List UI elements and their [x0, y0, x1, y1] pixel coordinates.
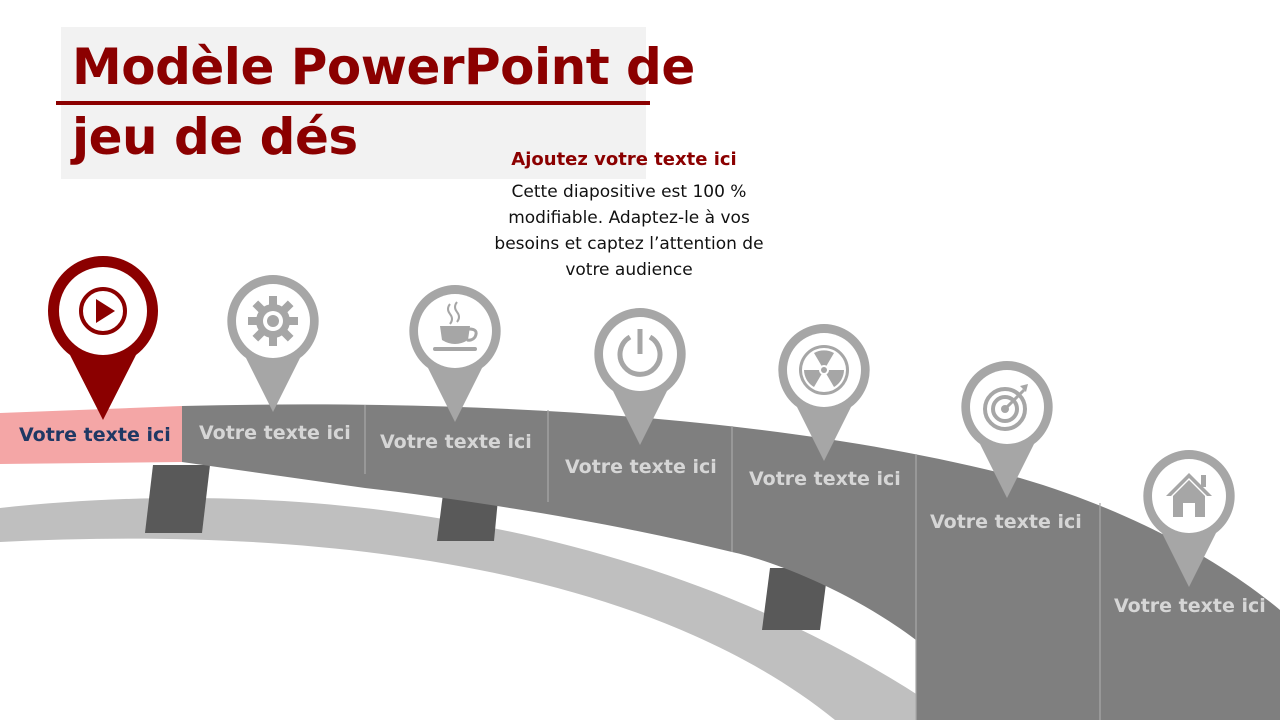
road-support-1	[145, 465, 210, 533]
road-segment-active	[0, 406, 182, 464]
step-pin-7[interactable]	[1140, 447, 1238, 589]
step-pin-6[interactable]	[958, 358, 1056, 500]
step-pin-3[interactable]	[406, 282, 504, 424]
target-icon	[983, 384, 1028, 431]
step-pin-2[interactable]	[224, 272, 322, 414]
step-label-5: Votre texte ici	[749, 468, 901, 490]
step-pin-1[interactable]	[44, 252, 162, 422]
coffee-cup-icon	[433, 301, 478, 351]
title-underline	[56, 101, 650, 105]
step-label-3: Votre texte ici	[380, 431, 532, 453]
step-label-1: Votre texte ici	[19, 424, 171, 446]
title-line-1: Modèle PowerPoint de	[72, 38, 695, 96]
road-band	[182, 404, 1280, 720]
callout-heading: Ajoutez votre texte ici	[511, 149, 737, 170]
home-icon	[1166, 473, 1212, 517]
callout-body: Cette diapositive est 100 % modifiable. …	[494, 182, 764, 280]
step-label-6: Votre texte ici	[930, 511, 1082, 533]
road-support-3	[762, 568, 828, 630]
gear-icon	[248, 296, 298, 346]
step-label-4: Votre texte ici	[565, 456, 717, 478]
step-pin-5[interactable]	[775, 321, 873, 463]
step-label-2: Votre texte ici	[199, 422, 351, 444]
radiation-icon	[799, 345, 849, 395]
play-icon	[79, 287, 127, 335]
power-icon	[617, 329, 663, 377]
title-line-2: jeu de dés	[72, 108, 358, 166]
step-pin-4[interactable]	[591, 305, 689, 447]
road-track	[0, 497, 955, 720]
step-label-7: Votre texte ici	[1114, 595, 1266, 617]
